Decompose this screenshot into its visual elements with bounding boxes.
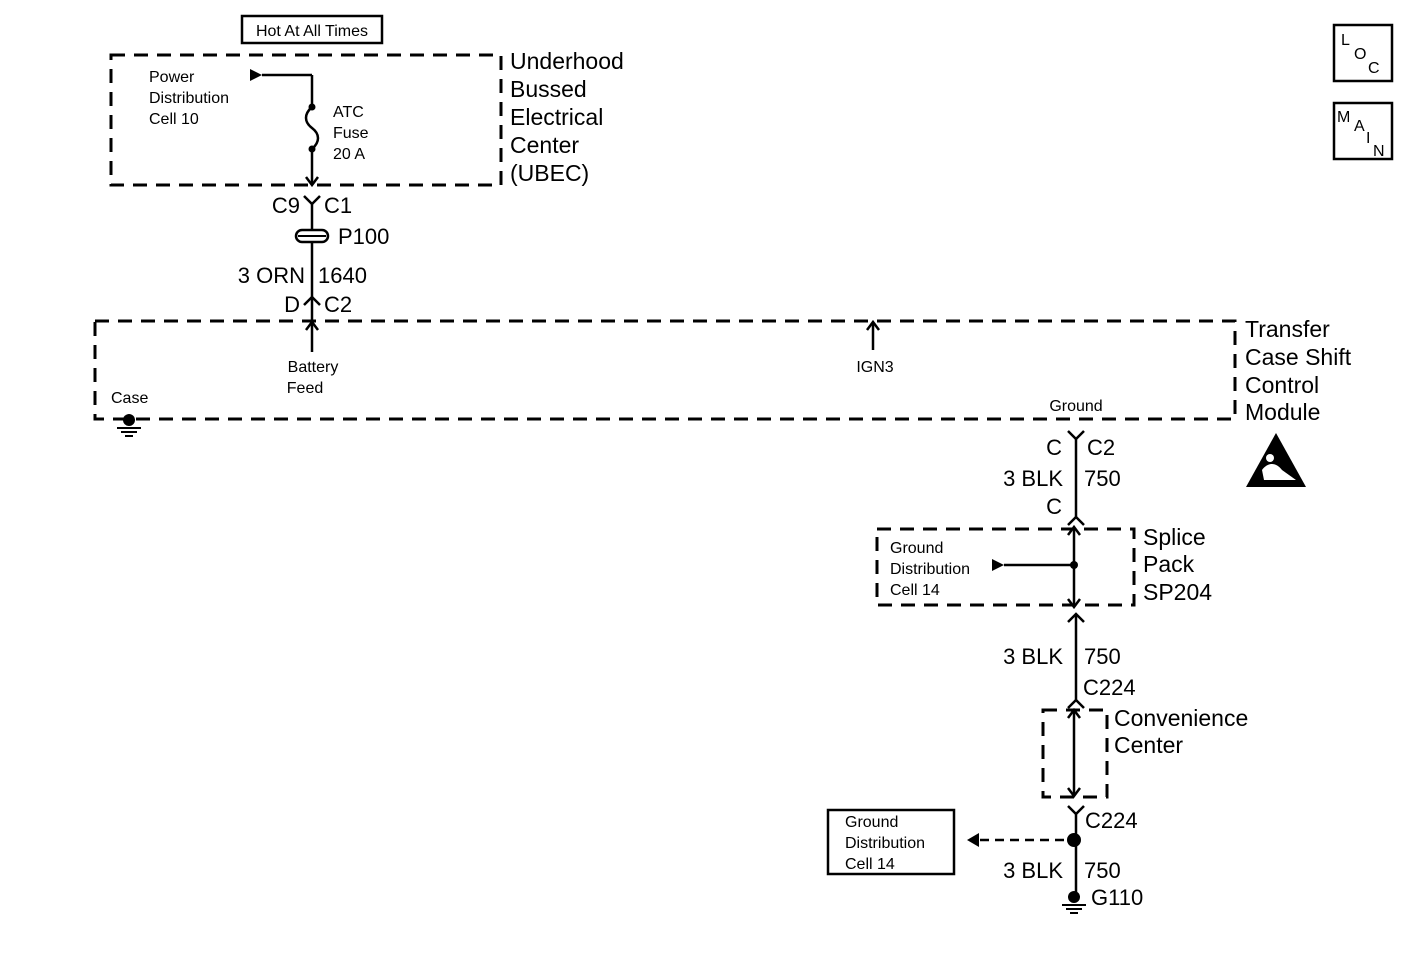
splice-ref-arrow <box>992 559 1004 571</box>
svg-text:Transfer: Transfer <box>1245 316 1330 342</box>
fuse-label: ATC Fuse 20 A <box>333 104 369 163</box>
svg-text:L: L <box>1341 32 1350 49</box>
splice-entry-pin: C <box>1046 494 1062 519</box>
c224-lower-label: C224 <box>1085 808 1138 833</box>
splice-ground-distribution-ref: Ground Distribution Cell 14 <box>890 540 970 599</box>
battery-feed-label: Battery Feed <box>287 359 339 397</box>
svg-text:Fuse: Fuse <box>333 125 369 142</box>
tcscm-ground-connector-icon <box>1067 430 1085 441</box>
svg-text:N: N <box>1373 143 1385 160</box>
convenience-top-arrow <box>1067 707 1081 719</box>
svg-text:Module: Module <box>1245 399 1320 425</box>
tcscm-conn-pin: D <box>284 292 300 317</box>
case-label: Case <box>111 390 148 407</box>
ubec-conn-right: C1 <box>324 193 352 218</box>
power-source-arrow <box>250 69 262 81</box>
svg-text:Electrical: Electrical <box>510 104 603 130</box>
ground-distribution-ref-box[interactable]: Ground Distribution Cell 14 <box>826 808 956 876</box>
ground-ref-arrow <box>967 833 979 847</box>
tcscm-ground-label: Ground <box>1049 398 1102 415</box>
ign3-label: IGN3 <box>856 359 893 376</box>
svg-text:Hot At All Times: Hot At All Times <box>256 23 368 40</box>
svg-text:I: I <box>1366 130 1370 147</box>
svg-text:A: A <box>1354 118 1365 135</box>
ubec-conn-left: C9 <box>272 193 300 218</box>
g110-ground-icon <box>1062 891 1086 914</box>
c224-upper-label: C224 <box>1083 675 1136 700</box>
c224-upper-connector-icon <box>1067 698 1085 709</box>
svg-text:Cell 10: Cell 10 <box>149 111 199 128</box>
wire-750-c-circuit: 750 <box>1084 858 1121 883</box>
ign3-arrow <box>866 319 880 331</box>
svg-text:Feed: Feed <box>287 380 323 397</box>
battery-feed-arrow <box>305 319 319 331</box>
power-distribution-ref: Power Distribution Cell 10 <box>149 69 229 128</box>
convenience-bottom-arrow <box>1067 787 1081 799</box>
wire-750-a-color: 3 BLK <box>1003 466 1063 491</box>
ubec-box <box>109 53 503 187</box>
svg-text:Case Shift: Case Shift <box>1245 344 1352 370</box>
p100-pass-through-icon <box>294 228 330 244</box>
svg-text:Center: Center <box>510 132 579 158</box>
esd-sensitive-icon <box>1246 433 1306 487</box>
svg-text:Ground: Ground <box>890 540 943 557</box>
wire-750-c-color: 3 BLK <box>1003 858 1063 883</box>
wire-750-b-color: 3 BLK <box>1003 644 1063 669</box>
svg-text:Distribution: Distribution <box>845 835 925 852</box>
ubec-label: Underhood Bussed Electrical Center (UBEC… <box>510 48 624 186</box>
splice-bottom-arrow <box>1067 598 1081 610</box>
svg-text:Distribution: Distribution <box>890 561 970 578</box>
svg-text:M: M <box>1337 109 1350 126</box>
c224-lower-connector-icon <box>1067 805 1085 816</box>
svg-text:C: C <box>1368 60 1380 77</box>
svg-text:Control: Control <box>1245 372 1319 398</box>
svg-text:Underhood: Underhood <box>510 48 624 74</box>
fuse-out-arrow <box>305 176 319 188</box>
ground-branch-node <box>1067 833 1081 847</box>
svg-text:Splice: Splice <box>1143 524 1206 550</box>
tcscm-box <box>93 319 1237 421</box>
fuse-icon <box>304 106 320 150</box>
svg-text:SP204: SP204 <box>1143 579 1212 605</box>
svg-text:Cell 14: Cell 14 <box>890 582 940 599</box>
wire-750-b-circuit: 750 <box>1084 644 1121 669</box>
tcscm-conn-label: C2 <box>324 292 352 317</box>
svg-text:O: O <box>1354 46 1366 63</box>
svg-text:(UBEC): (UBEC) <box>510 160 589 186</box>
g110-label: G110 <box>1091 885 1143 910</box>
wire-750-a-circuit: 750 <box>1084 466 1121 491</box>
svg-text:ATC: ATC <box>333 104 364 121</box>
wire-1640-color: 3 ORN <box>238 263 305 288</box>
svg-text:Convenience: Convenience <box>1114 705 1248 731</box>
case-ground-icon <box>117 414 141 437</box>
loc-button[interactable]: L O C <box>1332 23 1394 83</box>
ubec-connector-icon <box>303 195 321 206</box>
svg-text:Battery: Battery <box>288 359 339 376</box>
tcscm-ground-conn: C2 <box>1087 435 1115 460</box>
svg-text:Bussed: Bussed <box>510 76 587 102</box>
splice-pack-box <box>875 527 1136 607</box>
svg-text:Distribution: Distribution <box>149 90 229 107</box>
svg-text:Pack: Pack <box>1143 551 1195 577</box>
tcscm-label: Transfer Case Shift Control Module <box>1245 316 1352 425</box>
splice-top-arrow <box>1067 524 1081 536</box>
svg-text:20 A: 20 A <box>333 146 365 163</box>
wire-1640-circuit: 1640 <box>318 263 367 288</box>
svg-text:Power: Power <box>149 69 195 86</box>
convenience-center-label: Convenience Center <box>1114 705 1248 758</box>
tcscm-ground-pin: C <box>1046 435 1062 460</box>
splice-pack-label: Splice Pack SP204 <box>1143 524 1212 605</box>
svg-text:Center: Center <box>1114 732 1183 758</box>
hot-at-all-times-label: Hot At All Times <box>240 14 384 45</box>
svg-text:Ground: Ground <box>845 814 898 831</box>
svg-text:Cell 14: Cell 14 <box>845 856 895 873</box>
p100-label: P100 <box>338 224 389 249</box>
main-button[interactable]: M A I N <box>1332 101 1394 161</box>
splice-entry-connector-icon <box>1067 515 1085 526</box>
